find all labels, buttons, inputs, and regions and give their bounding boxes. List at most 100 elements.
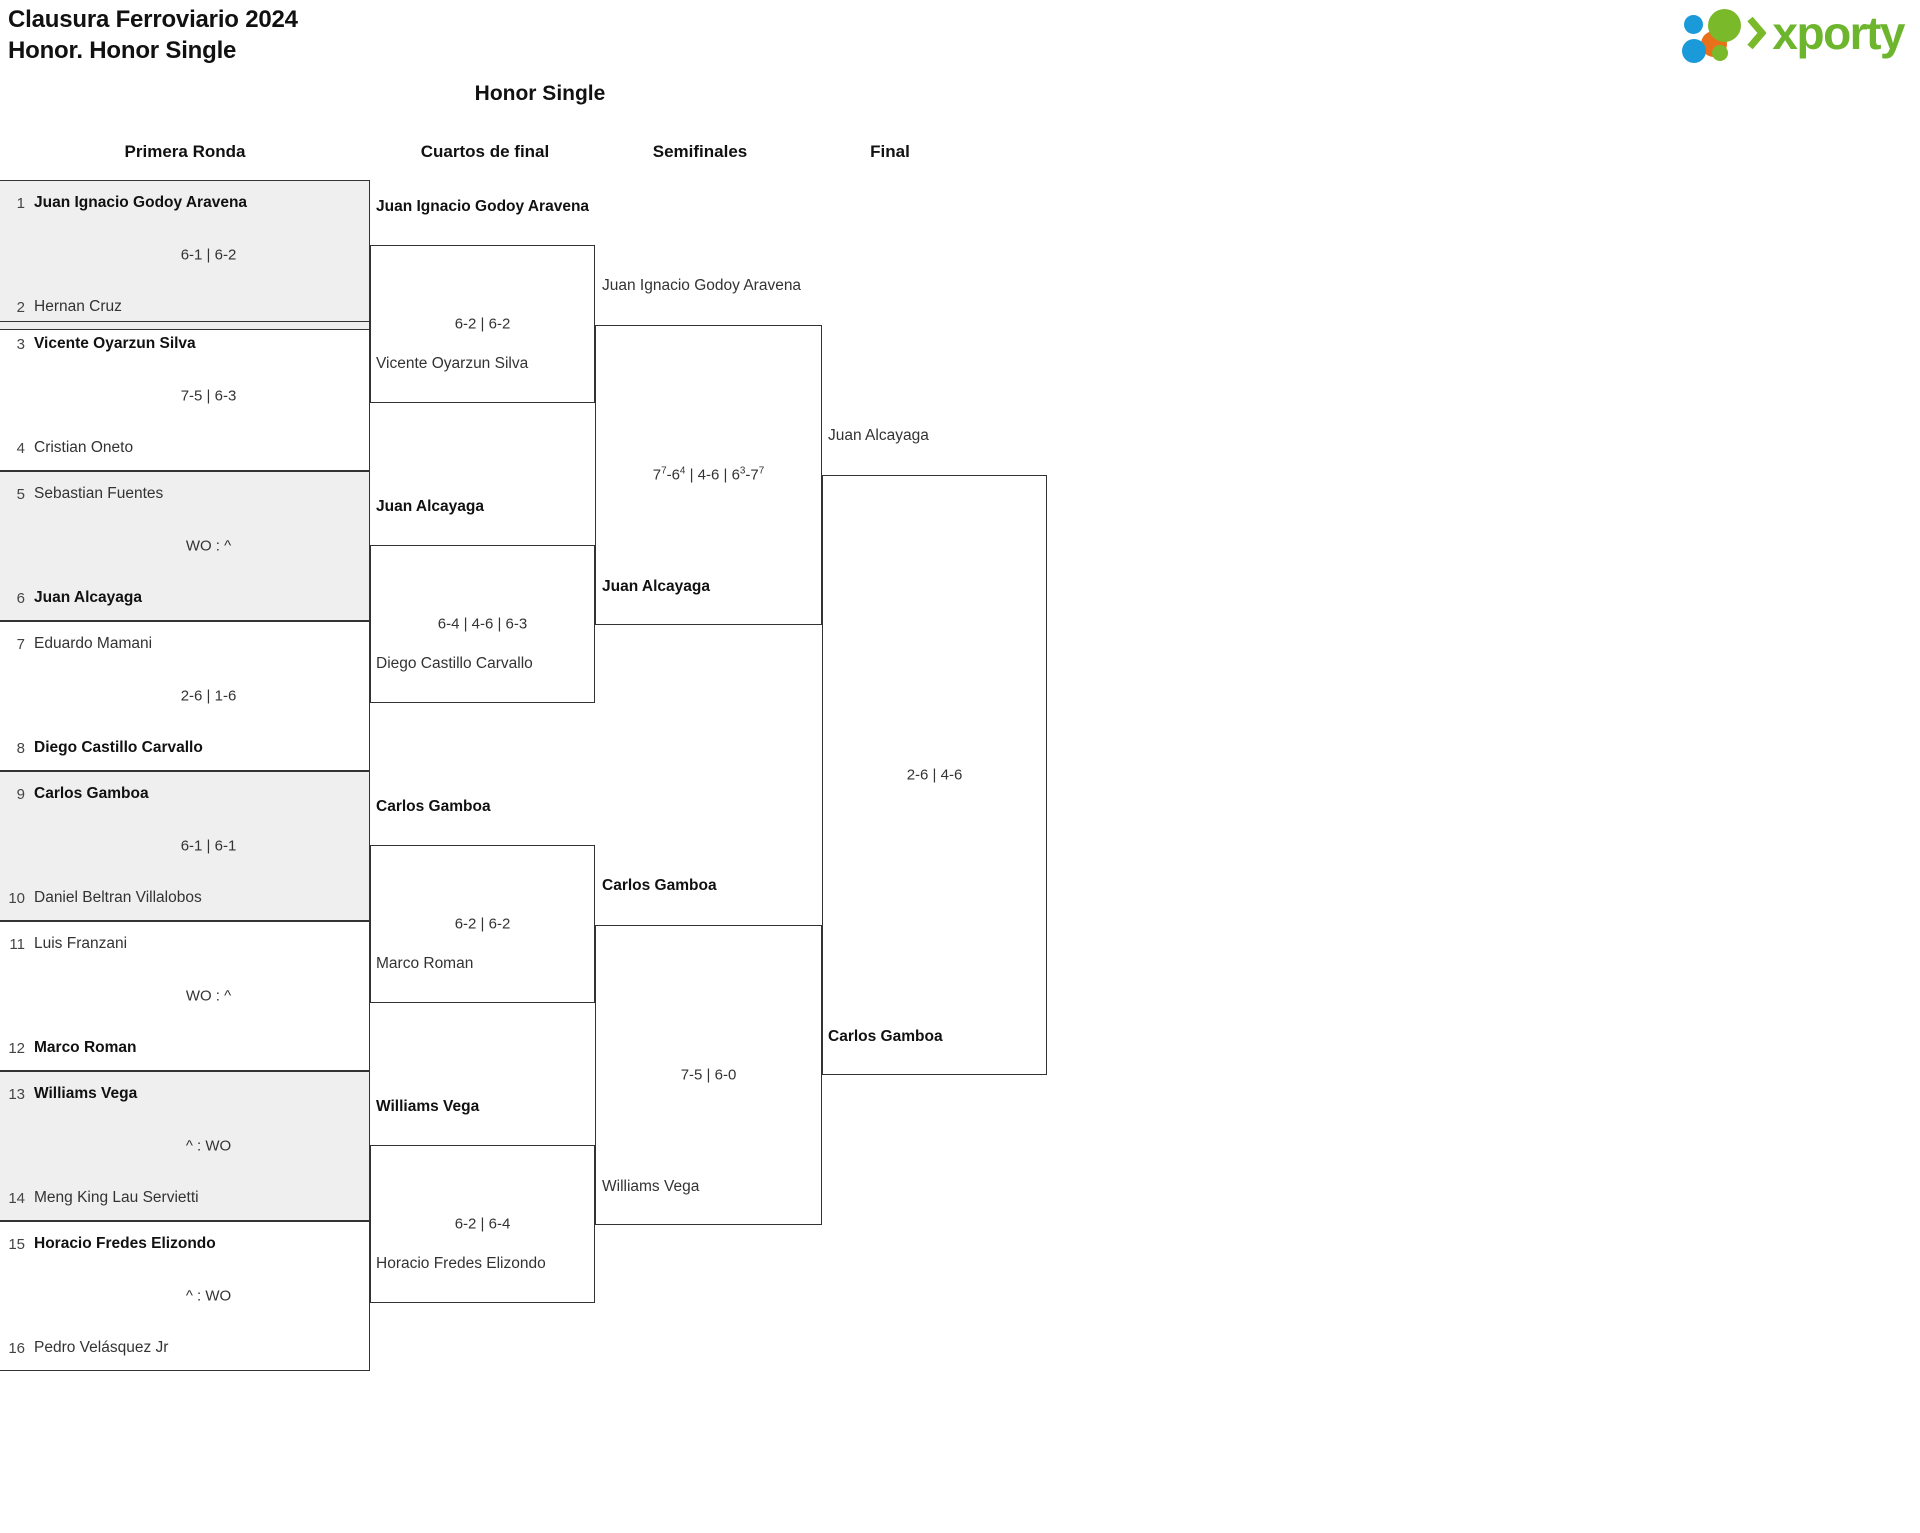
r1-player-slot: 5 Sebastian Fuentes [0,480,369,508]
qf-advancer-name: Williams Vega [376,1098,480,1115]
qf-advancer-name: Juan Alcayaga [376,498,484,515]
player-name: Luis Franzani [34,935,128,952]
player-name: Eduardo Mamani [34,635,153,652]
player-name: Juan Alcayaga [34,589,142,606]
sf-match-2[interactable]: 7-5 | 6-0 [595,925,822,1225]
seed-number: 1 [16,194,25,212]
round-header-primera-ronda: Primera Ronda [124,142,246,161]
match-score: 7-5 | 6-0 [680,1066,737,1084]
sf-player-name: Carlos Gamboa [602,877,717,894]
logo-dots-icon [1682,7,1744,63]
seed-number: 15 [8,1235,25,1253]
match-score: 2-6 | 1-6 [180,687,237,705]
r1-player-slot: 8 Diego Castillo Carvallo [0,734,369,762]
qf-loser-name: Horacio Fredes Elizondo [376,1255,546,1272]
logo-dot-green-small-icon [1712,45,1729,61]
player-name: Diego Castillo Carvallo [34,739,203,756]
r1-player-slot: 4 Cristian Oneto [0,434,369,462]
r1-player-slot: 9 Carlos Gamboa [0,780,369,808]
player-name: Vicente Oyarzun Silva [34,335,196,352]
r1-match-4[interactable]: 7 Eduardo Mamani 2-6 | 1-6 8 Diego Castill… [0,621,370,771]
player-name: Carlos Gamboa [34,785,149,802]
logo-chevron-icon [1747,16,1767,50]
seed-number: 2 [16,298,25,316]
match-score: 6-2 | 6-4 [454,1215,511,1233]
player-name: Sebastian Fuentes [34,485,164,502]
round-header-cuartos-de-final: Cuartos de final [420,142,550,161]
seed-number: 11 [9,935,25,953]
r1-player-slot: 14 Meng King Lau Servietti [0,1184,369,1212]
final-match[interactable]: 2-6 | 4-6 [822,475,1047,1075]
match-score: 2-6 | 4-6 [906,766,963,784]
match-score: 6-4 | 4-6 | 6-3 [437,615,528,633]
sf-player-name: Williams Vega [602,1178,700,1195]
seed-number: 9 [16,785,25,803]
r1-match-2[interactable]: 3 Vicente Oyarzun Silva 7-5 | 6-3 4 Cristi… [0,321,370,471]
player-name: Cristian Oneto [34,439,134,456]
round-header-final: Final [870,142,910,161]
logo-dot-green-large-icon [1708,9,1742,42]
match-score: 7-5 | 6-3 [180,387,237,405]
qf-advancer-name: Carlos Gamboa [376,798,491,815]
qf-match-4[interactable]: 6-2 | 6-4 [370,1145,595,1303]
r1-player-slot: 10 Daniel Beltran Villalobos [0,884,369,912]
logo-wordmark: xporty [1772,7,1905,59]
final-player-name: Carlos Gamboa [828,1028,943,1045]
r1-match-3[interactable]: 5 Sebastian Fuentes WO : ^ 6 Juan Alcayaga [0,471,370,621]
match-score: 77-64 | 4-6 | 63-77 [652,465,765,484]
match-score: 6-1 | 6-2 [180,246,237,264]
player-name: Juan Ignacio Godoy Aravena [34,194,248,211]
r1-player-slot: 13 Williams Vega [0,1080,369,1108]
qf-match-1[interactable]: 6-2 | 6-2 [370,245,595,403]
seed-number: 6 [16,589,25,607]
seed-number: 8 [16,739,25,757]
sf-match-1[interactable]: 77-64 | 4-6 | 63-77 [595,325,822,625]
qf-advancer-name: Juan Ignacio Godoy Aravena [376,198,590,215]
player-name: Pedro Velásquez Jr [34,1339,169,1356]
qf-loser-name: Marco Roman [376,955,474,972]
seed-number: 12 [8,1039,25,1057]
player-name: Marco Roman [34,1039,137,1056]
seed-number: 3 [16,335,25,353]
seed-number: 5 [16,485,25,503]
logo-dot-blue-large-icon [1682,39,1707,63]
match-score: 6-2 | 6-2 [454,315,511,333]
seed-number: 4 [16,439,25,457]
r1-match-5[interactable]: 9 Carlos Gamboa 6-1 | 6-1 10 Daniel Beltra… [0,771,370,921]
r1-player-slot: 1 Juan Ignacio Godoy Aravena [0,189,369,217]
seed-number: 7 [16,635,25,653]
seed-number: 13 [8,1085,25,1103]
player-name: Daniel Beltran Villalobos [34,889,202,906]
match-score: 6-2 | 6-2 [454,915,511,933]
r1-player-slot: 3 Vicente Oyarzun Silva [0,330,369,358]
r1-match-6[interactable]: 11 Luis Franzani WO : ^ 12 Marco Roman [0,921,370,1071]
r1-player-slot: 7 Eduardo Mamani [0,630,369,658]
r1-player-slot: 6 Juan Alcayaga [0,584,369,612]
r1-match-7[interactable]: 13 Williams Vega ^ : WO 14 Meng King Lau S… [0,1071,370,1221]
match-score: ^ : WO [185,1137,232,1155]
r1-player-slot: 11 Luis Franzani [0,930,369,958]
xporty-logo: xporty [1682,4,1905,63]
match-score: 6-1 | 6-1 [180,837,237,855]
match-score: WO : ^ [185,987,232,1005]
player-name: Williams Vega [34,1085,138,1102]
r1-player-slot: 2 Hernan Cruz [0,293,369,321]
sf-player-name: Juan Ignacio Godoy Aravena [602,277,802,294]
player-name: Hernan Cruz [34,298,122,315]
seed-number: 14 [8,1189,25,1207]
seed-number: 10 [8,889,25,907]
r1-player-slot: 12 Marco Roman [0,1034,369,1062]
sf-player-name: Juan Alcayaga [602,578,710,595]
match-score: WO : ^ [185,537,232,555]
final-player-name: Juan Alcayaga [828,427,929,444]
player-name: Meng King Lau Servietti [34,1189,199,1206]
player-name: Horacio Fredes Elizondo [34,1235,216,1252]
match-score: ^ : WO [185,1287,232,1305]
bracket-title: Honor Single [474,82,606,105]
qf-match-3[interactable]: 6-2 | 6-2 [370,845,595,1003]
qf-match-2[interactable]: 6-4 | 4-6 | 6-3 [370,545,595,703]
